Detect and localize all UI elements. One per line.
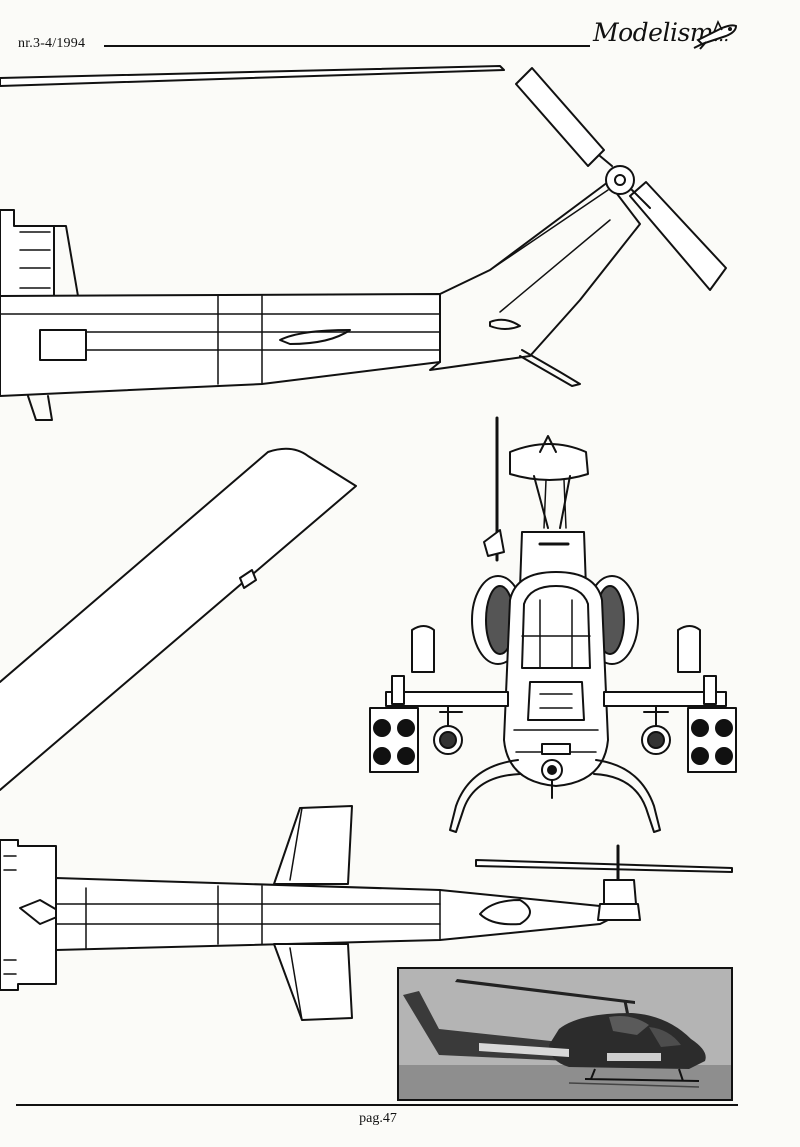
brand-name: Modelism (593, 18, 713, 47)
helicopter-photo (397, 967, 733, 1101)
rocket-cartoon-icon (693, 20, 738, 50)
footer-rule (16, 1104, 738, 1106)
helicopter-photo-image (399, 969, 731, 1099)
page-number: pag.47 (359, 1111, 397, 1126)
front-view (369, 416, 737, 833)
top-view-tail (0, 805, 733, 1021)
side-view-tail (0, 65, 727, 421)
top-view-rotor-blade (0, 447, 357, 791)
header-rule (104, 45, 590, 47)
issue-number: nr.3-4/1994 (18, 36, 86, 51)
